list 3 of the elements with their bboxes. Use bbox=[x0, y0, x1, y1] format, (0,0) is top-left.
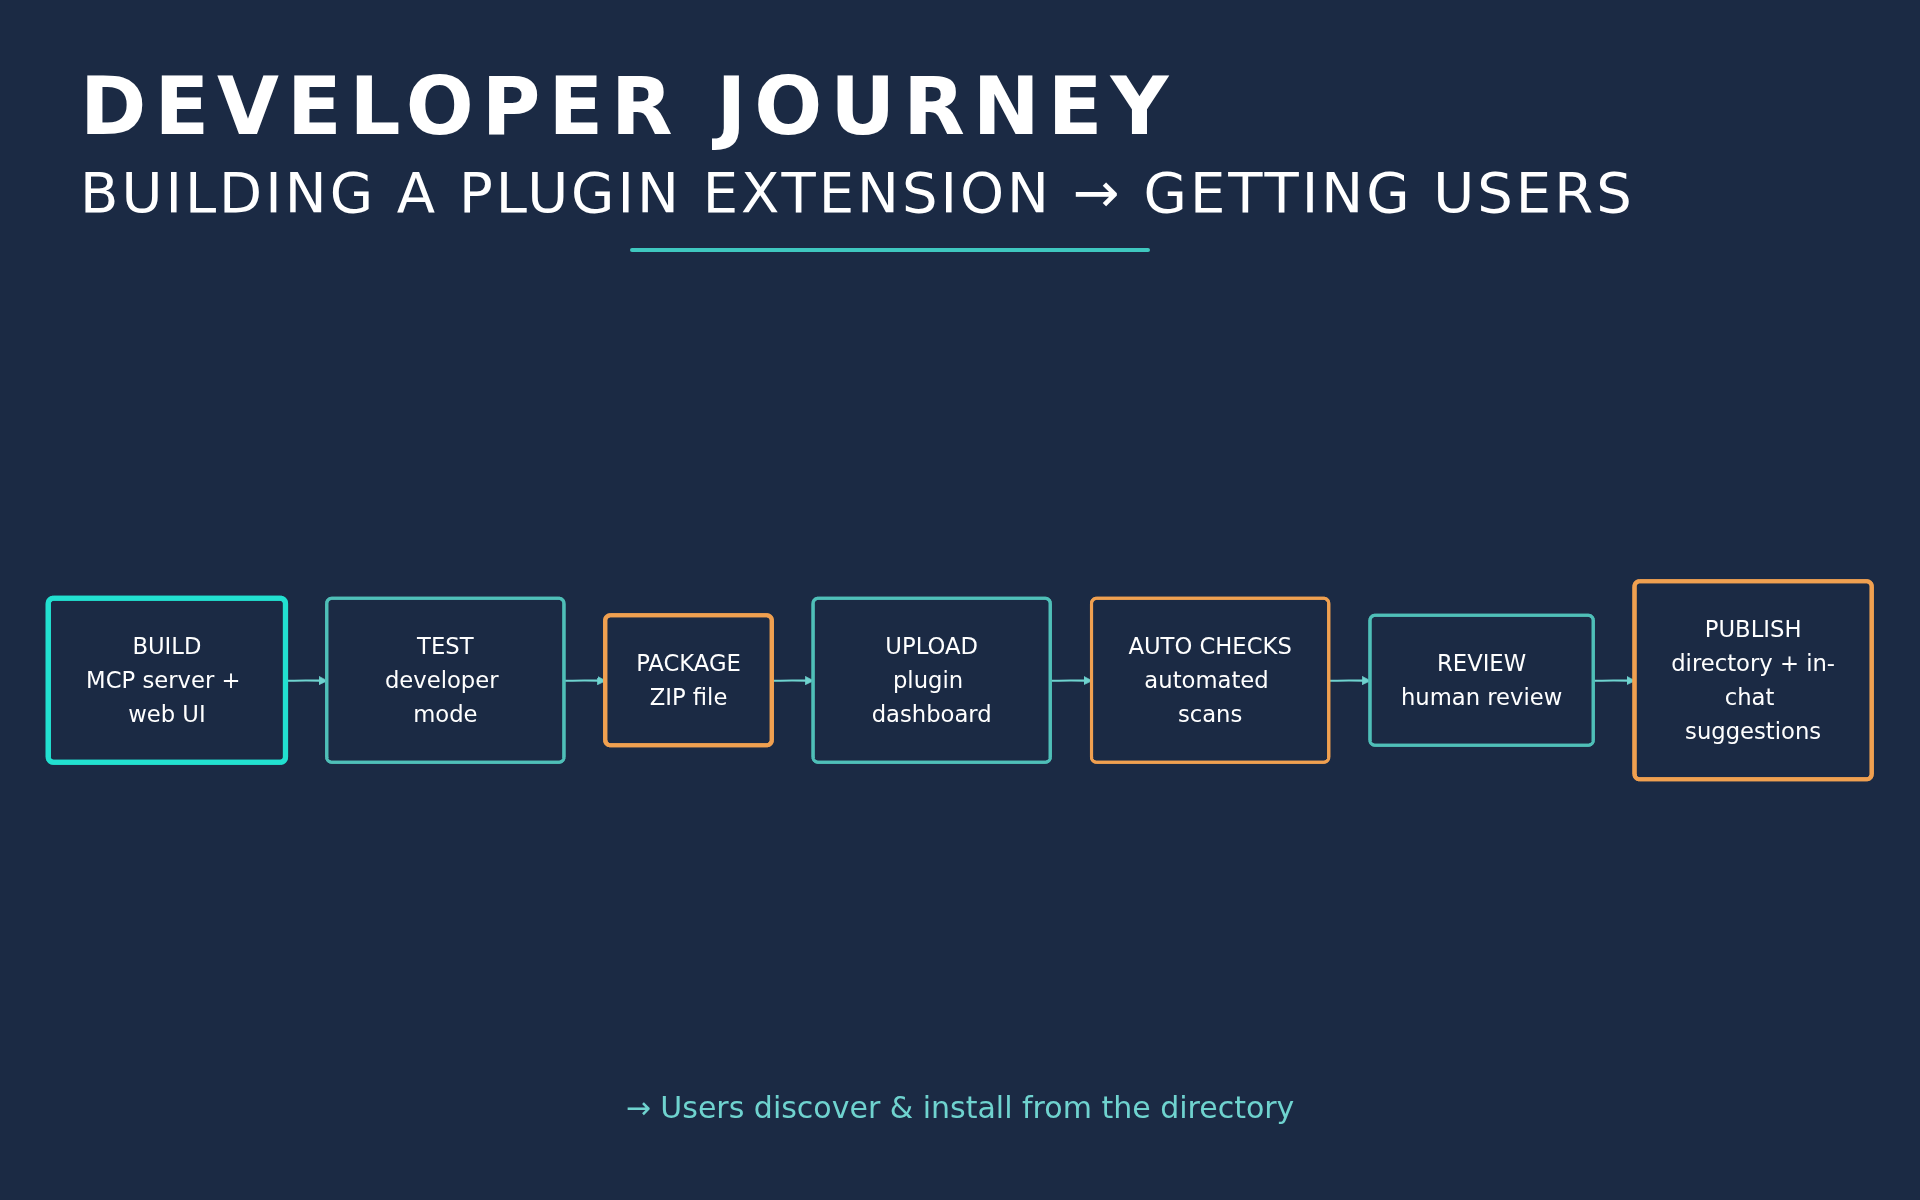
title: DEVELOPER JOURNEY bbox=[80, 60, 1177, 153]
caption: → Users discover & install from the directory bbox=[625, 1090, 1295, 1125]
subtitle: BUILDING A PLUGIN EXTENSION → GETTING USERS bbox=[80, 160, 1635, 225]
